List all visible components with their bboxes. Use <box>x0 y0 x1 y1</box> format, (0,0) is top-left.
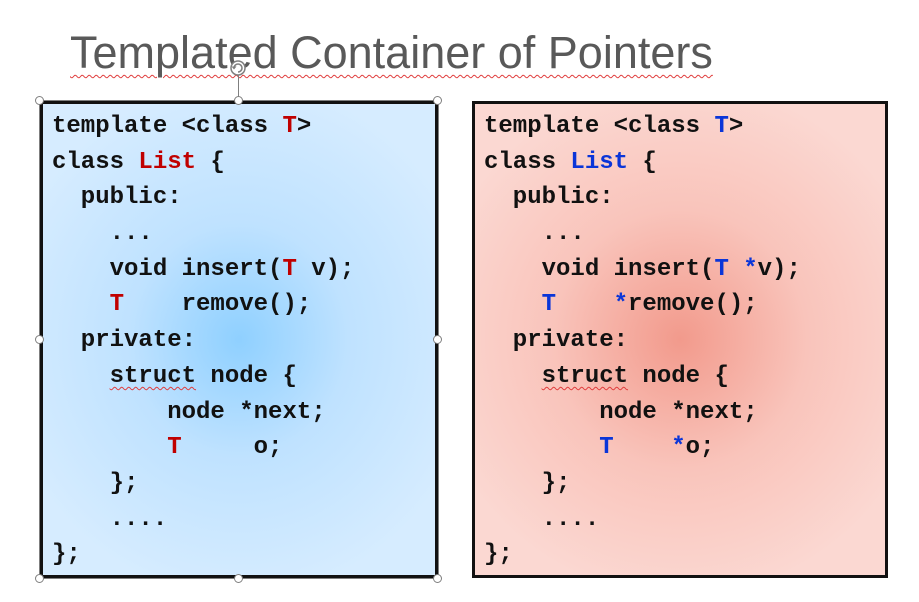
code-keyword: T <box>541 291 557 319</box>
resize-handle-right[interactable] <box>433 335 442 344</box>
left-code-box[interactable]: template <class T>class List { public: .… <box>40 101 438 578</box>
code-segment: class <box>484 148 571 176</box>
code-segment: }; <box>484 541 513 569</box>
code-segment: o; <box>181 434 283 462</box>
code-segment: { <box>628 148 657 176</box>
rotate-handle-stem <box>238 74 239 101</box>
code-line: node *next; <box>52 395 354 431</box>
code-segment: }; <box>52 541 81 569</box>
code-keyword: * <box>743 255 758 283</box>
code-keyword: T <box>714 113 729 140</box>
code-segment: o; <box>685 434 715 462</box>
code-segment: .... <box>52 505 168 533</box>
code-segment: template <class <box>52 113 283 140</box>
code-line: .... <box>52 502 354 538</box>
resize-handle-bottom-right[interactable] <box>433 574 442 583</box>
code-keyword: T <box>109 291 125 319</box>
code-segment: node { <box>196 362 297 390</box>
resize-handle-left[interactable] <box>35 335 44 344</box>
code-line: .... <box>484 502 801 538</box>
slide-title-misspelled-word: Templated Container of Pointers <box>70 27 713 78</box>
code-line: T o; <box>52 430 354 466</box>
code-line: }; <box>52 466 354 502</box>
code-line: void insert(T *v); <box>484 252 801 288</box>
code-line: T *o; <box>484 430 801 466</box>
resize-handle-top-left[interactable] <box>35 96 44 105</box>
resize-handle-bottom-left[interactable] <box>35 574 44 583</box>
code-segment: v); <box>296 255 355 283</box>
code-segment <box>52 363 110 390</box>
code-line: public: <box>484 180 801 216</box>
code-segment: remove(); <box>628 291 758 319</box>
code-line: void insert(T v); <box>52 252 355 288</box>
slide-title[interactable]: Templated Container of Pointers <box>70 20 713 86</box>
code-segment <box>52 434 167 461</box>
code-segment: > <box>728 113 744 140</box>
code-line: public: <box>52 180 354 216</box>
right-code-text: template <class T>class List { public: .… <box>484 109 801 573</box>
code-segment <box>484 291 542 318</box>
code-segment: .... <box>484 505 600 533</box>
resize-handle-top[interactable] <box>234 96 243 105</box>
code-segment <box>484 434 599 461</box>
code-segment: { <box>196 148 225 176</box>
code-segment: }; <box>52 469 139 497</box>
code-keyword: T <box>599 434 614 462</box>
code-segment <box>556 291 614 318</box>
code-segment: ... <box>484 220 585 248</box>
code-misspelled-word: struct <box>109 362 197 390</box>
code-segment: private: <box>52 327 197 355</box>
code-segment: template <class <box>484 113 715 140</box>
code-misspelled-word: struct <box>541 362 629 390</box>
code-keyword: * <box>671 434 686 462</box>
code-keyword: T <box>282 255 297 283</box>
code-segment: node *next; <box>52 398 326 426</box>
resize-handle-top-right[interactable] <box>433 96 442 105</box>
code-line: }; <box>52 537 354 573</box>
code-segment <box>484 363 542 390</box>
left-code-text: template <class T>class List { public: .… <box>52 109 354 573</box>
code-keyword: T <box>714 255 729 283</box>
code-keyword: List <box>570 148 629 176</box>
resize-handle-bottom[interactable] <box>234 574 243 583</box>
code-line: struct node { <box>484 359 801 395</box>
code-keyword: T <box>282 113 297 140</box>
code-segment: private: <box>484 327 629 355</box>
code-segment <box>614 434 672 461</box>
code-line: private: <box>484 323 801 359</box>
code-segment: public: <box>52 184 182 212</box>
code-keyword: * <box>613 291 629 319</box>
code-line: class List { <box>52 145 354 181</box>
code-line: node *next; <box>484 395 801 431</box>
code-segment <box>52 291 110 318</box>
code-segment: node { <box>628 362 729 390</box>
code-segment: node *next; <box>484 398 758 426</box>
code-segment: > <box>296 113 312 140</box>
code-keyword: List <box>138 148 197 176</box>
code-line: ... <box>484 216 801 252</box>
code-line: }; <box>484 466 801 502</box>
code-line: T remove(); <box>52 287 354 323</box>
code-segment <box>729 256 743 283</box>
code-segment: public: <box>484 184 614 212</box>
code-keyword: T <box>167 434 182 462</box>
code-segment: v); <box>757 255 801 283</box>
code-line: template <class T> <box>52 109 354 145</box>
code-segment: ... <box>52 220 153 248</box>
code-line: }; <box>484 537 801 573</box>
code-line: ... <box>52 216 354 252</box>
code-line: template <class T> <box>484 109 801 145</box>
code-line: T *remove(); <box>484 287 801 323</box>
code-segment: class <box>52 148 139 176</box>
code-segment: }; <box>484 469 571 497</box>
rotate-handle-icon[interactable] <box>228 58 248 78</box>
code-line: class List { <box>484 145 801 181</box>
code-segment: remove(); <box>124 291 312 319</box>
code-line: private: <box>52 323 354 359</box>
code-segment: void insert( <box>52 255 283 283</box>
code-line: struct node { <box>52 359 354 395</box>
right-code-box[interactable]: template <class T>class List { public: .… <box>472 101 888 578</box>
code-segment: void insert( <box>484 255 715 283</box>
